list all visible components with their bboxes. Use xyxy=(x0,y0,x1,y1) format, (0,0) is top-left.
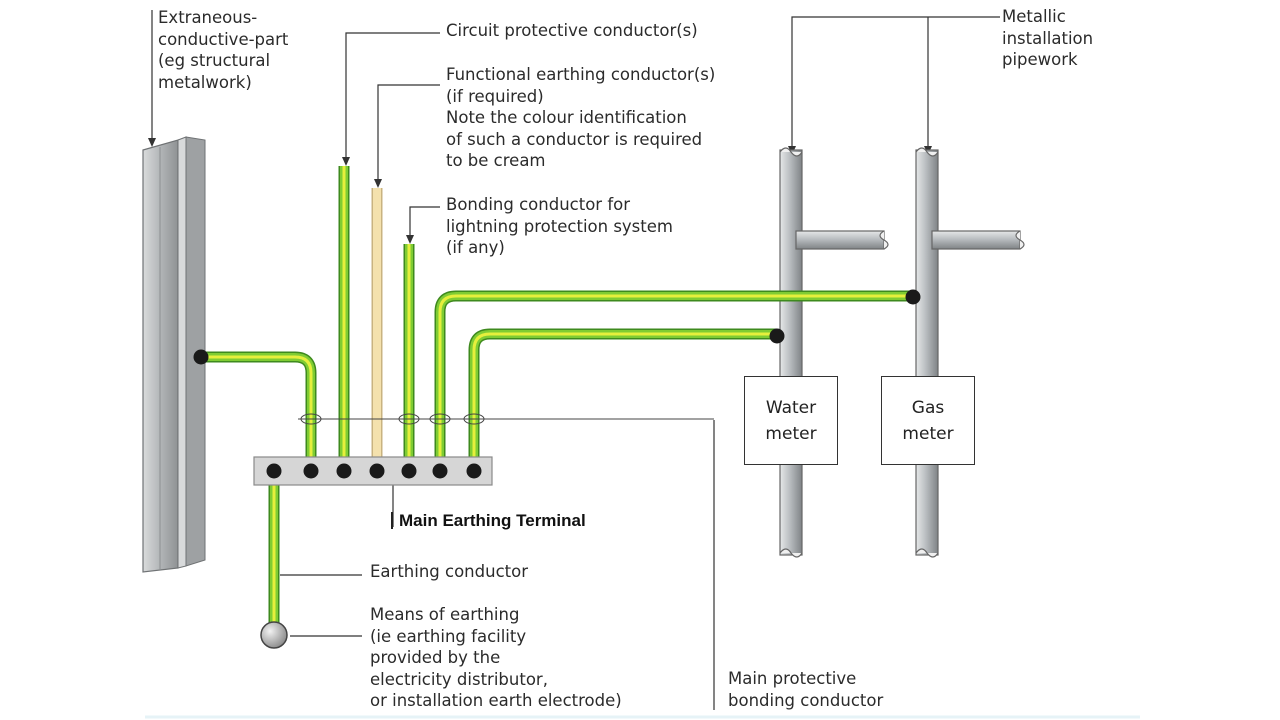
junction-dots xyxy=(193,289,921,365)
structural-steel-beam xyxy=(142,136,206,573)
extraneous-part-label: Extraneous- conductive-part (eg structur… xyxy=(158,8,289,92)
main-bonding-conductor-label: Main protective bonding conductor xyxy=(728,669,884,710)
water-bonding-conductor xyxy=(468,328,777,462)
gas-meter-box: Gas meter xyxy=(881,376,975,465)
water-pipe xyxy=(779,147,889,558)
main-earthing-terminal-label: Main Earthing Terminal xyxy=(399,511,586,530)
steel-bonding-conductor xyxy=(201,351,317,462)
cpc-label: Circuit protective conductor(s) xyxy=(446,21,698,40)
metallic-pipework-label: Metallic installation pipework xyxy=(1002,7,1094,69)
steel-junction-dot xyxy=(193,349,209,365)
gas-pipe-junction-dot xyxy=(905,289,921,305)
water-meter-box: Water meter xyxy=(744,376,838,465)
water-meter-label: Water meter xyxy=(765,397,817,444)
earthing-conductor-label: Earthing conductor xyxy=(370,562,528,581)
lightning-bonding-label: Bonding conductor for lightning protecti… xyxy=(446,195,673,257)
functional-earthing-label: Functional earthing conductor(s) (if req… xyxy=(446,65,716,170)
gas-meter-label: Gas meter xyxy=(902,397,954,444)
water-pipe-junction-dot xyxy=(769,328,785,344)
leader-lines xyxy=(151,10,1000,710)
means-of-earthing-label: Means of earthing (ie earthing facility … xyxy=(370,605,622,710)
main-earthing-terminal-bar xyxy=(253,456,493,486)
conductors xyxy=(201,166,913,626)
met-label-tick xyxy=(391,512,393,529)
gas-pipe xyxy=(915,147,1025,558)
gas-bonding-conductor xyxy=(434,290,913,462)
earth-electrode xyxy=(260,621,288,649)
conductor-grouping-loops xyxy=(298,413,714,425)
